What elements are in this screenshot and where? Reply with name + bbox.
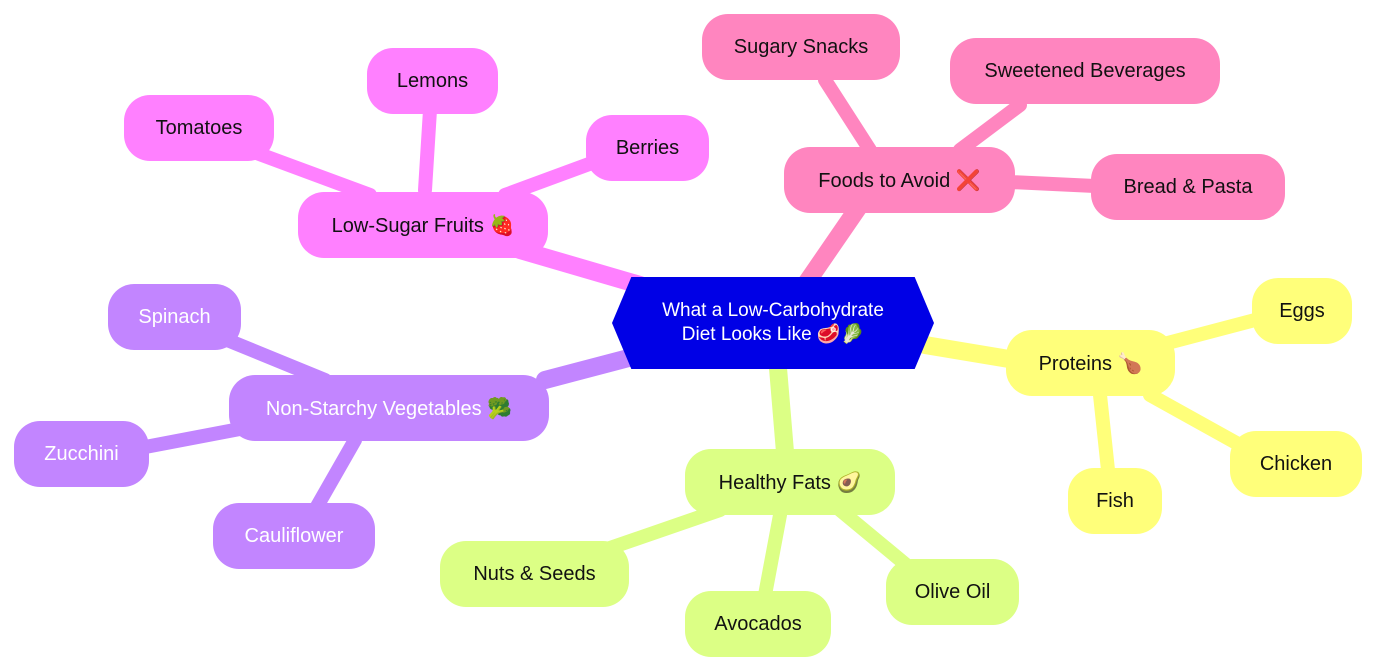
edge-root-avoid (796, 196, 869, 294)
leaf-olive-oil: Olive Oil (886, 559, 1019, 625)
branch-non-starchy-vegetables: Non-Starchy Vegetables 🥦 (229, 375, 549, 441)
leaf-berries: Berries (586, 115, 709, 181)
leaf-chicken: Chicken (1230, 431, 1362, 497)
leaf-sweetened-beverages: Sweetened Beverages (950, 38, 1220, 104)
leaf-tomatoes: Tomatoes (124, 95, 274, 161)
central-topic: What a Low-Carbohydrate Diet Looks Like … (612, 277, 934, 369)
edge-root-fruits (511, 241, 649, 294)
branch-low-sugar-fruits: Low-Sugar Fruits 🍓 (298, 192, 548, 258)
edge-root-vegetables (536, 346, 649, 389)
leaf-spinach: Spinach (108, 284, 241, 350)
leaf-zucchini: Zucchini (14, 421, 149, 487)
leaf-eggs: Eggs (1252, 278, 1352, 344)
edge-root-fats (769, 359, 794, 461)
leaf-cauliflower: Cauliflower (213, 503, 375, 569)
central-topic-line-1: What a Low-Carbohydrate (662, 300, 884, 321)
central-topic-line-2: Diet Looks Like 🥩🥬 (681, 324, 865, 345)
leaf-nuts-seeds: Nuts & Seeds (440, 541, 629, 607)
leaf-bread-pasta: Bread & Pasta (1091, 154, 1285, 220)
leaf-sugary-snacks: Sugary Snacks (702, 14, 900, 80)
branch-healthy-fats: Healthy Fats 🥑 (685, 449, 895, 515)
branch-foods-to-avoid: Foods to Avoid ❌ (784, 147, 1015, 213)
leaf-lemons: Lemons (367, 48, 498, 114)
edge-root-proteins (916, 336, 1024, 369)
leaf-fish: Fish (1068, 468, 1162, 534)
leaf-avocados: Avocados (685, 591, 831, 657)
branch-proteins: Proteins 🍗 (1006, 330, 1175, 396)
